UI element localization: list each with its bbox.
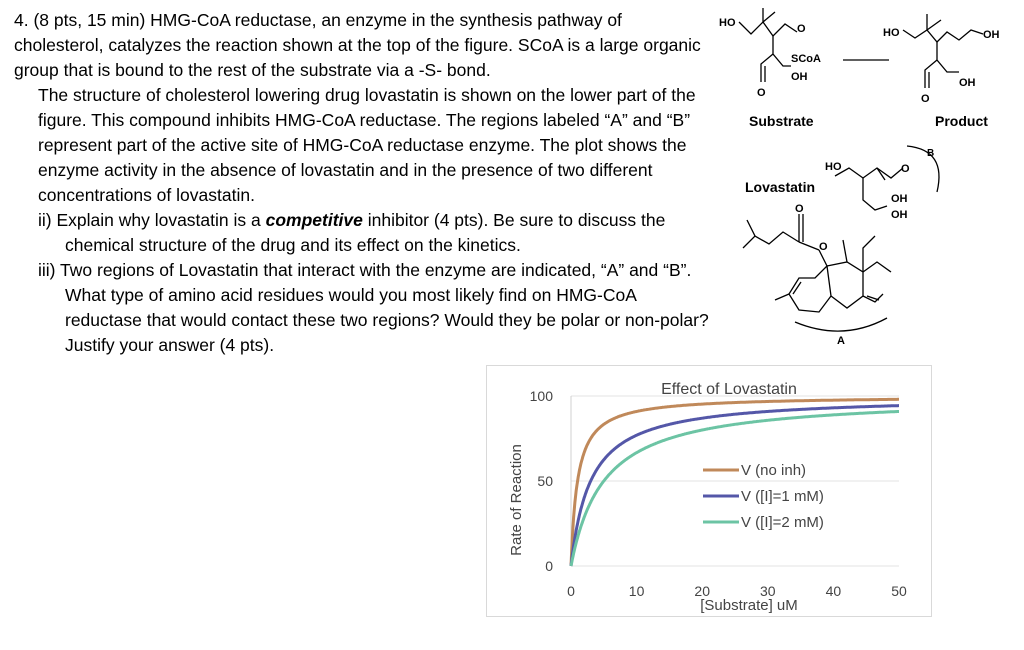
product-carbonyl-o: O — [921, 93, 930, 105]
question-paragraph-2: The structure of cholesterol lowering dr… — [38, 85, 696, 205]
lovastatin-oh-1: OH — [891, 193, 908, 205]
part-ii-suffix: inhibitor (4 pts). Be sure to discuss th… — [65, 210, 666, 255]
product-oh: OH — [959, 77, 976, 89]
legend-label: V ([I]=2 mM) — [741, 514, 824, 531]
product-label: Product — [935, 113, 988, 129]
y-tick-label: 50 — [537, 473, 553, 489]
substrate-oh: OH — [791, 71, 808, 83]
legend: V (no inh) V ([I]=1 mM) V ([I]=2 mM) — [703, 462, 824, 531]
y-tick-label: 0 — [545, 558, 553, 574]
legend-label: V (no inh) — [741, 462, 806, 479]
x-tick-label: 0 — [567, 583, 575, 599]
chart-title: Effect of Lovastatin — [661, 381, 797, 398]
chart-svg: 0 50 100 0 10 20 30 40 50 V (no inh) V ([I]=1 mM)… — [508, 381, 907, 614]
region-a-label: A — [837, 335, 845, 347]
substrate-o: O — [797, 23, 806, 35]
question-part-ii: ii) Explain why lovastatin is a competit… — [14, 208, 714, 258]
lovastatin-ester-o: O — [819, 241, 828, 253]
series-line — [569, 410, 899, 567]
question-header: 4. (8 pts, 15 min) HMG-CoA reductase, an… — [14, 10, 701, 80]
lovastatin-oh-2: OH — [891, 209, 908, 221]
x-axis-label: [Substrate] uM — [700, 597, 798, 614]
x-tick-label: 30 — [760, 583, 776, 599]
lovastatin-o: O — [901, 163, 910, 175]
x-tick-label: 50 — [891, 583, 907, 599]
substrate-carbonyl-o: O — [757, 87, 766, 99]
region-b-label: B — [927, 148, 934, 159]
part-ii-prefix: ii) Explain why lovastatin is a — [38, 210, 266, 230]
series-line — [569, 404, 899, 567]
lovastatin-ho: HO — [825, 161, 842, 173]
question-part-iii: iii) Two regions of Lovastatin that inte… — [38, 260, 709, 355]
series-lines — [569, 397, 899, 567]
question-text: 4. (8 pts, 15 min) HMG-CoA reductase, an… — [14, 8, 714, 358]
series-line — [569, 397, 899, 567]
lovastatin-label: Lovastatin — [745, 179, 815, 195]
product-oh-terminal: OH — [983, 29, 1000, 41]
part-ii-emphasis: competitive — [265, 210, 363, 230]
x-tick-label: 20 — [694, 583, 710, 599]
y-tick-label: 100 — [530, 388, 554, 404]
substrate-scoa: SCoA — [791, 53, 821, 65]
lovastatin-carbonyl-o: O — [795, 203, 804, 215]
y-axis-label: Rate of Reaction — [508, 444, 525, 556]
grid-lines — [570, 395, 899, 567]
substrate-ho: HO — [719, 17, 736, 29]
axis-ticks: 0 50 100 0 10 20 30 40 50 — [530, 388, 907, 599]
reaction-figure: HO O SCoA OH O HO OH OH O HO O OH OH O O… — [719, 8, 1000, 347]
legend-label: V ([I]=1 mM) — [741, 488, 824, 505]
substrate-label: Substrate — [749, 113, 814, 129]
product-ho: HO — [883, 27, 900, 39]
lovastatin-chart: 0 50 100 0 10 20 30 40 50 V (no inh) V ([I]=1 mM)… — [486, 365, 932, 617]
x-tick-label: 40 — [826, 583, 842, 599]
x-tick-label: 10 — [629, 583, 645, 599]
